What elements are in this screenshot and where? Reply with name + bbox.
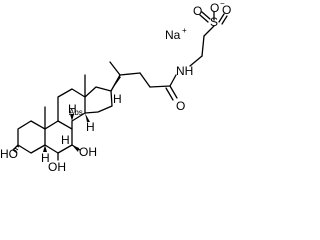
s-o-double-bond-1 bbox=[199, 14, 209, 23]
atom-label-layer: O − S O O Na + NH O HO OH OH H H H H H A… bbox=[0, 0, 231, 174]
stereo-wedge-c7 bbox=[72, 145, 79, 152]
c17-hydrogen-label: H bbox=[113, 92, 122, 106]
sodium-counterion: Na bbox=[165, 28, 181, 42]
sodium-charge: + bbox=[182, 26, 187, 35]
c8-hydrogen-label: H bbox=[68, 102, 77, 116]
ring-d-bonds bbox=[84, 86, 113, 114]
carbonyl-double-bond-1 bbox=[169, 85, 178, 99]
c9-hydrogen-label: H bbox=[61, 133, 70, 147]
c21-methyl-bond bbox=[109, 61, 121, 76]
bond-layer bbox=[12, 11, 228, 161]
sulfonate-oxygen-a: O bbox=[193, 4, 202, 18]
c6-hydroxyl-label: OH bbox=[48, 160, 66, 174]
c7-hydroxyl-label: OH bbox=[79, 145, 97, 159]
carbonyl-oxygen-label: O bbox=[176, 99, 185, 113]
c20-c22-bond bbox=[119, 72, 141, 76]
ring-b-bonds bbox=[44, 120, 73, 154]
s-o-double-bond-4 bbox=[221, 15, 228, 25]
c22-c23-bond bbox=[139, 72, 151, 88]
ch2-ch2-bond bbox=[201, 35, 205, 57]
stereo-wedge-c5 bbox=[43, 145, 47, 152]
c3-hydroxyl-label: HO bbox=[0, 147, 18, 161]
s-o-double-bond-2 bbox=[201, 11, 211, 20]
c5-hydrogen-label: H bbox=[41, 151, 50, 165]
c23-c24-bond bbox=[149, 85, 171, 88]
amide-nh-label: NH bbox=[176, 64, 193, 78]
stereo-wedge-c17 bbox=[111, 76, 121, 91]
c14-hydrogen-label: H bbox=[86, 120, 95, 134]
sulfonate-oxygen-minus: O bbox=[210, 1, 219, 15]
c24-n-bond bbox=[169, 74, 177, 87]
n-ch2-bond bbox=[189, 55, 203, 67]
s-o-double-bond-3 bbox=[218, 13, 225, 23]
sulfonate-oxygen-b: O bbox=[222, 3, 231, 17]
ch2-s-bond bbox=[203, 25, 215, 37]
stereo-wedge-c14 bbox=[85, 113, 90, 122]
ring-c-bonds bbox=[57, 88, 86, 130]
stereo-hash-c3 bbox=[12, 145, 20, 154]
abs-stereo-label: Abs bbox=[69, 108, 83, 117]
sulfonate-minus-sign: − bbox=[220, 0, 225, 8]
stereo-wedge-c8 bbox=[70, 114, 74, 121]
carbonyl-double-bond-2 bbox=[165, 87, 174, 101]
sulfonate-sulfur: S bbox=[210, 15, 218, 29]
ring-a-bonds bbox=[17, 120, 46, 154]
chemical-structure-diagram: O − S O O Na + NH O HO OH OH H H H H H A… bbox=[0, 0, 231, 174]
